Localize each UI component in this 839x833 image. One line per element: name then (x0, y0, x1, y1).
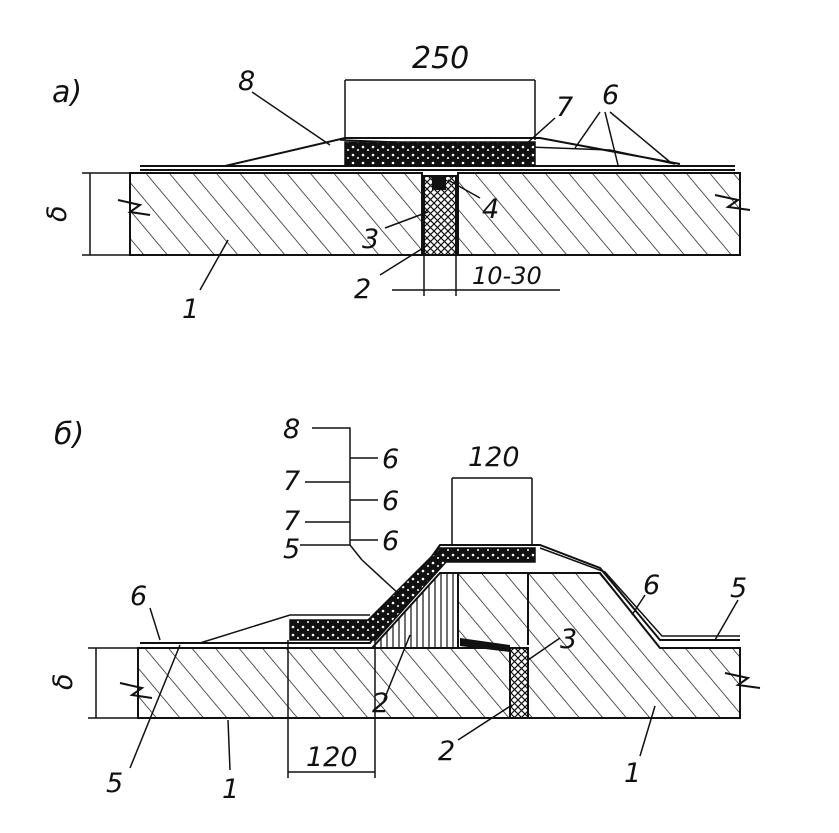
stack-left-2: 7 (283, 506, 300, 537)
leader-1-b1 (227, 719, 231, 771)
figure-b-tag: б) (54, 417, 84, 452)
break-mark-left-a (117, 199, 151, 216)
leader-1-a (199, 239, 229, 291)
reinforcement-strip-b (289, 547, 536, 641)
callout-8-a: 8 (238, 66, 255, 97)
callout-3-a: 3 (362, 224, 379, 255)
dim-120-bot-label: 120 (306, 742, 358, 773)
dim-120-top-label: 120 (468, 442, 520, 473)
dim-gap-label: 10-30 (472, 262, 542, 290)
slab-left-a (129, 172, 423, 256)
leader-6-a2 (609, 111, 671, 163)
leader-6-b1 (149, 607, 161, 641)
leader-1-b2 (639, 705, 656, 757)
leader-6-a3 (574, 111, 601, 149)
leader-2-b1 (383, 634, 411, 701)
callout-5-b2: 5 (730, 573, 747, 604)
callout-4-a: 4 (482, 194, 499, 225)
dim-250-label: 250 (412, 41, 469, 76)
callout-5-b1: 5 (106, 768, 123, 799)
stack-leader (361, 559, 401, 596)
figure-a: а) δ 250 10-30 8 7 (42, 41, 751, 325)
callout-1-a: 1 (182, 294, 199, 325)
stack-right-1: 6 (382, 486, 399, 517)
thickness-label-b: δ (48, 673, 79, 690)
leader-7-a (524, 117, 556, 146)
top-layer-b2 (539, 547, 740, 637)
stack-bracket (312, 427, 363, 561)
stack-right-0: 6 (382, 444, 399, 475)
callout-2-a: 2 (354, 274, 371, 305)
gap-filler-b (509, 647, 529, 719)
break-mark-left-b (119, 682, 153, 699)
leader-5-b2 (714, 599, 739, 641)
stack-right-2: 6 (382, 526, 399, 557)
leader-3-b (527, 637, 561, 661)
gap-cord-b (460, 638, 510, 652)
callout-2-b2: 2 (438, 736, 455, 767)
callout-2-b1: 2 (372, 688, 389, 719)
callout-3-b: 3 (560, 624, 577, 655)
figure-b: б) δ 120 120 (48, 414, 761, 805)
stack-left-3: 5 (283, 534, 300, 565)
leader-6-a1 (604, 111, 619, 166)
thickness-label-a: δ (42, 205, 73, 222)
top-layer-b (199, 614, 370, 644)
callout-1-b1: 1 (222, 774, 239, 805)
callout-7-a: 7 (556, 92, 573, 123)
slab-right-a (457, 172, 741, 256)
membrane-profile-b (140, 544, 740, 644)
leader-4-a (447, 179, 481, 199)
leader-5-b1 (129, 644, 181, 769)
callout-1-b2: 1 (624, 758, 641, 789)
leader-2-a (379, 244, 429, 276)
stack-left-0: 8 (283, 414, 300, 445)
break-mark-right-a (714, 194, 751, 211)
leader-6-b2 (631, 594, 646, 616)
top-layer-a (224, 137, 681, 167)
stack-left-1: 7 (283, 466, 300, 497)
break-mark-right-b (724, 672, 761, 689)
callout-6-a: 6 (602, 80, 619, 111)
figure-a-tag: а) (52, 75, 82, 110)
leader-3-a (384, 211, 429, 229)
raised-block-b (369, 572, 459, 649)
callout-6-b1: 6 (130, 581, 147, 612)
callout-6-b2: 6 (643, 570, 660, 601)
gap-cord-a (432, 176, 446, 190)
slab-left-b (137, 647, 511, 719)
reinforcement-strip-a (344, 141, 536, 166)
leader-2-b2 (457, 704, 513, 741)
leader-8-a (251, 91, 331, 146)
